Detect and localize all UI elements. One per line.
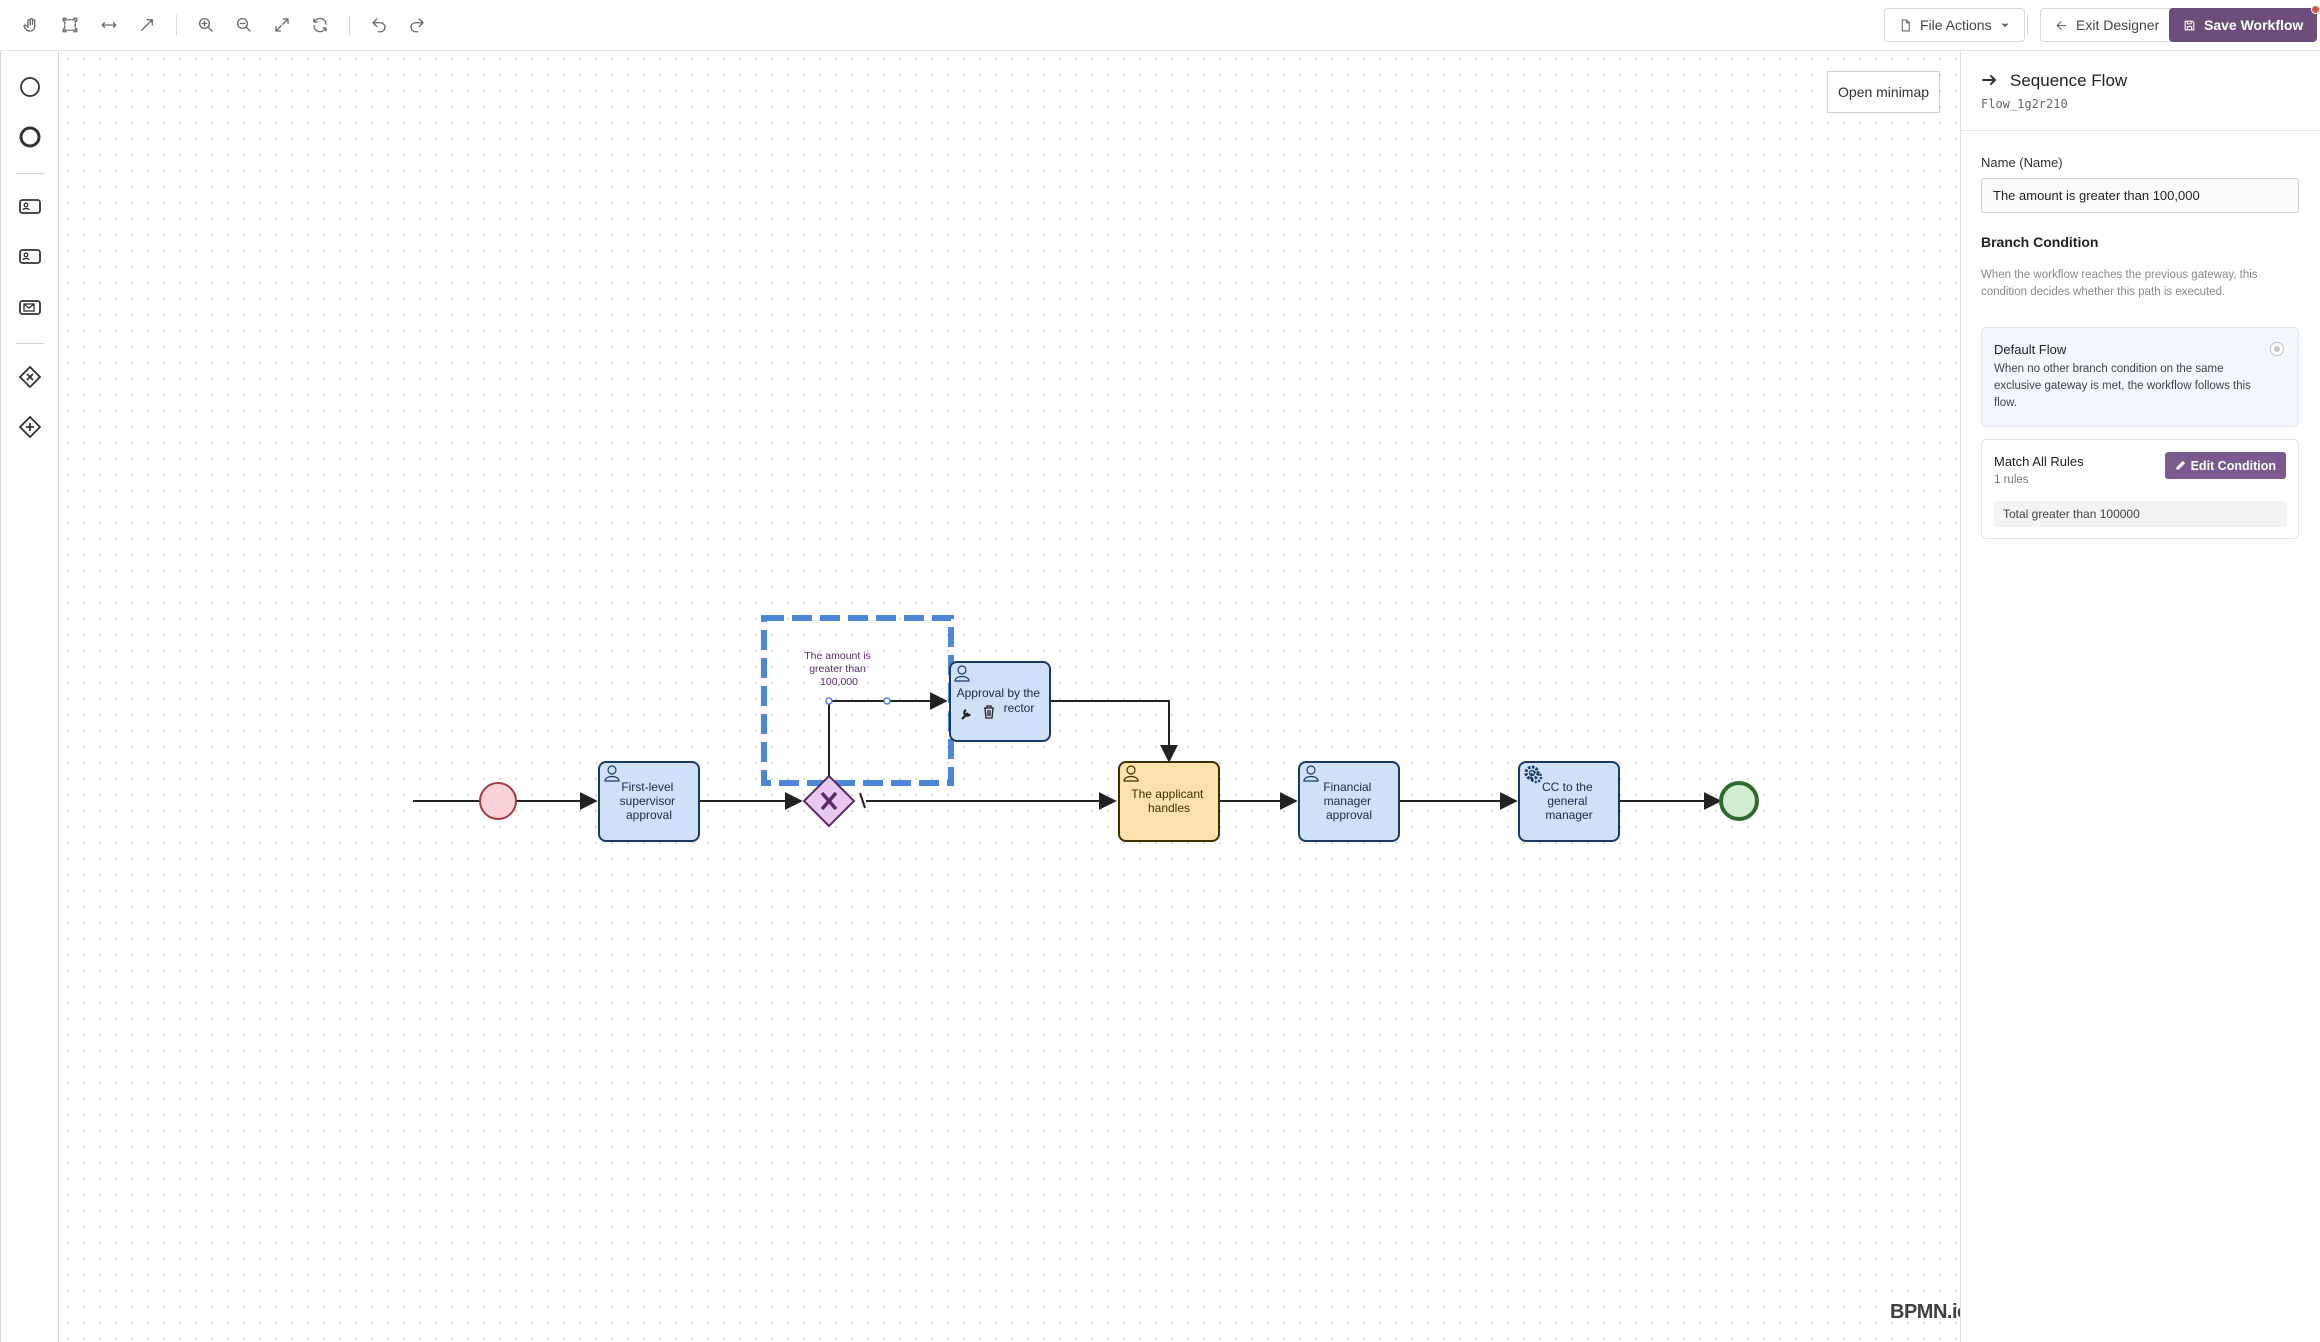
bpmn-diagram: The amount is greater than 100,000 First… (413, 615, 1759, 842)
bpmn-io-logo[interactable]: BPMN.io (1890, 1301, 1960, 1323)
default-flow-description: When no other branch condition on the sa… (1994, 363, 2251, 409)
fit-view-icon[interactable] (269, 12, 295, 38)
notification-dot (2311, 5, 2320, 14)
flow-gateway-to-rector-selected[interactable] (828, 692, 948, 776)
flow-rector-to-applicant[interactable] (1050, 700, 1178, 763)
properties-panel: Sequence Flow Flow_1g2r210 Name (Name) B… (1960, 51, 2320, 1342)
palette-divider (16, 343, 44, 344)
match-all-rules-card: Match All Rules 1 rules Edit Condition T… (1981, 439, 2299, 539)
sequence-flow-icon (1982, 75, 1996, 85)
user-task-icon (1123, 765, 1139, 782)
start-event[interactable] (479, 782, 517, 820)
file-actions-dropdown[interactable]: File Actions (1884, 8, 2025, 42)
zoom-in-icon[interactable] (193, 12, 219, 38)
exit-designer-button[interactable]: Exit Designer (2040, 8, 2175, 42)
user-task-icon (1303, 765, 1319, 782)
end-event-icon[interactable] (15, 122, 45, 152)
diagram-canvas[interactable]: The amount is greater than 100,000 First… (60, 51, 1960, 1342)
palette-divider (16, 173, 44, 174)
hand-tool-icon[interactable] (18, 12, 44, 38)
arrow-left-icon (2056, 20, 2067, 30)
trash-icon[interactable] (984, 705, 994, 719)
task-applicant-handles[interactable]: The applicant handles (1118, 761, 1220, 842)
user-task-icon (604, 765, 620, 782)
user-task-icon (954, 665, 970, 682)
default-flow-title: Default Flow (1994, 342, 2067, 357)
file-icon (1901, 19, 1910, 31)
toolbar-divider (349, 15, 350, 35)
default-flow-marker (859, 792, 866, 809)
panel-title: Sequence Flow (2010, 71, 2128, 90)
rules-count: 1 rules (1994, 474, 2029, 486)
segment-handle[interactable] (883, 697, 891, 705)
file-actions-label: File Actions (1920, 17, 1992, 33)
connect-tool-icon[interactable] (134, 12, 160, 38)
toolbar-divider (2027, 15, 2028, 35)
branch-condition-description: When the workflow reaches the previous g… (1981, 269, 2258, 298)
name-field-label: Name (Name) (1981, 155, 2063, 170)
user-task-alt-icon[interactable] (15, 241, 45, 271)
save-icon (2184, 20, 2195, 30)
default-flow-radio[interactable] (2270, 342, 2284, 356)
name-input[interactable] (1981, 178, 2299, 213)
open-minimap-button[interactable]: Open minimap (1827, 71, 1941, 113)
redo-icon[interactable] (404, 12, 430, 38)
element-palette (0, 51, 59, 1342)
task-supervisor-approval[interactable]: First-level supervisor approval (598, 761, 700, 842)
default-flow-card[interactable]: Default Flow When no other branch condit… (1981, 327, 2299, 427)
pencil-icon (2175, 460, 2185, 470)
svg-text:Financial manager: Financial manager approval (1323, 780, 1374, 822)
branch-condition-title: Branch Condition (1981, 234, 2099, 250)
exit-designer-label: Exit Designer (2076, 17, 2160, 33)
chevron-down-icon (2001, 23, 2008, 28)
exclusive-gateway-icon[interactable] (15, 362, 45, 392)
parallel-gateway-icon[interactable] (15, 412, 45, 442)
rule-chip: Total greater than 100000 (1994, 501, 2287, 527)
space-tool-icon[interactable] (96, 12, 122, 38)
bendpoint-handle[interactable] (825, 697, 833, 705)
task-cc-general-manager[interactable]: CC to the general manager (1518, 761, 1620, 842)
save-workflow-button[interactable]: Save Workflow (2169, 5, 2320, 42)
toolbar-divider (176, 15, 177, 35)
edit-condition-button[interactable]: Edit Condition (2164, 452, 2286, 479)
svg-text:The applicant handles: The applicant handles (1131, 787, 1206, 815)
undo-icon[interactable] (366, 12, 392, 38)
lasso-tool-icon[interactable] (57, 12, 83, 38)
message-task-icon[interactable] (15, 292, 45, 322)
wrench-icon[interactable] (961, 709, 971, 720)
reset-view-icon[interactable] (307, 12, 333, 38)
exclusive-gateway[interactable] (802, 774, 856, 828)
svg-text:CC to the general: CC to the general manager (1542, 780, 1596, 822)
user-task-icon[interactable] (15, 191, 45, 221)
top-toolbar: File Actions Exit Designer Save Workflow (0, 0, 2320, 51)
flow-label[interactable]: The amount is greater than 100,000 (804, 650, 873, 688)
edit-condition-label: Edit Condition (2190, 458, 2276, 473)
element-id: Flow_1g2r210 (1981, 97, 2068, 111)
task-rector-approval[interactable]: Approval by the rector (949, 661, 1051, 742)
start-event-icon[interactable] (15, 72, 45, 102)
svg-text:First-level supervisor: First-level supervisor approval (620, 780, 679, 822)
panel-header: Sequence Flow Flow_1g2r210 (1961, 51, 2320, 131)
x-icon (820, 791, 838, 811)
task-financial-manager-approval[interactable]: Financial manager approval (1298, 761, 1400, 842)
save-workflow-label: Save Workflow (2204, 17, 2304, 33)
gear-icon (1524, 765, 1543, 784)
zoom-out-icon[interactable] (231, 12, 257, 38)
end-event[interactable] (1719, 781, 1759, 821)
rules-title: Match All Rules (1994, 454, 2084, 469)
svg-text:Approval by the rector: Approval by the rector (957, 686, 1044, 715)
